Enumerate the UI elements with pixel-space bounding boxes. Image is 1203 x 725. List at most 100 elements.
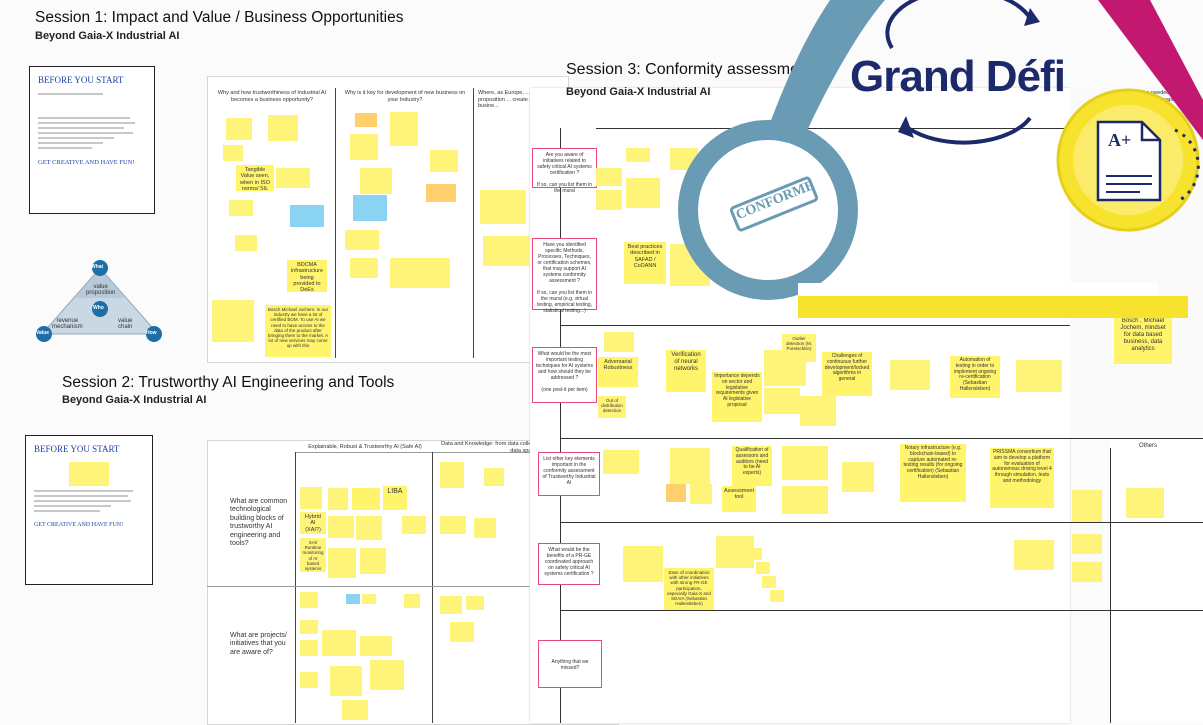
sticky-note[interactable] [756,562,770,574]
sticky-note[interactable] [782,446,828,480]
sticky-note-liba[interactable]: LIBA [383,486,407,510]
sticky-note-assessment-tool[interactable]: Assessment tool [722,486,756,512]
sticky-note[interactable] [474,518,496,538]
sticky-note[interactable] [716,536,754,568]
sticky-note-challenges[interactable]: Challenges of continuous further develop… [822,352,872,396]
sticky-note[interactable] [235,235,257,251]
sticky-note[interactable] [890,360,930,390]
sticky-note[interactable] [350,134,378,160]
sticky-note[interactable] [360,168,392,194]
sticky-note[interactable] [596,190,622,210]
sticky-note[interactable] [350,258,378,278]
sticky-note[interactable] [390,112,418,146]
sticky-note[interactable] [483,236,529,266]
sticky-note[interactable] [480,190,526,224]
sticky-note-bosch-mindset[interactable]: Bosch , Michael Jochem, mindset for data… [1114,316,1172,364]
sticky-note-outlier-detection[interactable]: Outlier detection (M. Poretschkin) [782,334,816,362]
sticky-note-prissma[interactable]: PRISSMA consortium that aim to develop a… [990,448,1054,508]
sticky-note-out-of-distribution[interactable]: Out of distribution detection [598,396,626,418]
sticky-note[interactable] [290,205,324,227]
sticky-note[interactable] [223,145,243,161]
sticky-note[interactable] [748,548,762,560]
sticky-note[interactable] [440,462,464,488]
sticky-note[interactable] [762,576,776,588]
sticky-note[interactable] [623,546,663,582]
sticky-note[interactable] [276,168,310,188]
sticky-note[interactable] [1072,490,1102,522]
sticky-note[interactable] [330,666,362,696]
session1-instructions-card: BEFORE YOU START GET CREATIVE AND HAVE F… [29,66,155,214]
card-title: BEFORE YOU START [34,444,120,454]
sticky-note[interactable] [352,488,380,510]
sticky-note[interactable] [328,488,348,510]
sticky-note-xai-runtime[interactable]: XAI/ Runtime monitoring of AI based syst… [300,538,326,572]
sticky-note[interactable] [362,594,376,604]
sticky-note[interactable] [300,487,322,509]
sticky-note[interactable] [342,700,368,720]
sticky-note[interactable] [1016,360,1062,392]
sticky-note[interactable] [666,484,686,502]
sticky-note[interactable] [1072,534,1102,554]
sticky-note[interactable] [226,118,252,140]
sticky-note-bdcma[interactable]: BDCMA infrastructure being provided to D… [287,260,327,293]
sticky-note[interactable] [1072,562,1102,582]
sticky-note-importance-sector[interactable]: Importance depends on sector and legisla… [712,372,762,422]
session3-question-4: List other key elements important in the… [538,452,600,496]
sticky-note[interactable] [1014,540,1054,570]
sticky-note-bosch-michael-jochem[interactable]: Bosch Michael Jochem: In our Industry we… [265,305,331,357]
sticky-note[interactable] [604,332,634,352]
sticky-note-qualification-assessors[interactable]: Qualification of assessors and auditors … [732,446,772,486]
sticky-note[interactable] [300,640,318,656]
sticky-note-hybrid-ai[interactable]: Hybrid AI (XAI?) [300,512,326,534]
sticky-note[interactable] [842,462,874,492]
sticky-note-adversarial-robustness[interactable]: Adversarial Robustness [598,357,638,387]
sticky-note[interactable] [353,195,387,221]
sticky-note[interactable] [764,388,800,414]
sticky-note[interactable] [370,660,404,690]
sticky-note[interactable] [346,594,360,604]
sticky-note[interactable] [450,622,474,642]
sticky-note[interactable] [603,450,639,474]
sticky-note[interactable] [596,168,622,186]
session2-instructions-card: BEFORE YOU START GET CREATIVE AND HAVE F… [25,435,153,585]
sticky-note[interactable] [355,113,377,127]
sticky-note-notary-infrastructure[interactable]: Notary infrastructure (e.g. blockchain-b… [900,444,966,502]
sticky-note[interactable] [356,516,382,540]
sticky-note[interactable] [268,115,298,141]
sticky-note[interactable] [484,468,504,486]
sticky-note[interactable] [626,178,660,208]
sticky-note[interactable] [328,548,356,578]
session2-subtitle: Beyond Gaia-X Industrial AI [62,394,207,406]
sticky-note[interactable] [430,150,458,172]
sticky-note[interactable] [300,672,318,688]
sticky-note-tangible-value[interactable]: Tangible Value seen, when in ISO norms/ … [236,165,274,192]
triangle-value: Value [36,330,50,336]
sticky-note[interactable] [404,594,420,608]
sticky-note[interactable] [328,516,354,538]
sticky-note-automation-testing[interactable]: Automation of testing in order to implem… [950,356,1000,398]
sticky-note[interactable] [229,200,253,216]
sticky-note[interactable] [402,516,426,534]
sticky-note[interactable] [626,148,650,162]
sticky-note[interactable] [426,184,456,202]
sticky-note[interactable] [1126,488,1164,518]
sticky-note[interactable] [440,596,462,614]
sticky-note[interactable] [466,596,484,610]
sticky-note[interactable] [800,396,836,426]
sticky-note[interactable] [670,448,710,484]
sticky-note[interactable] [345,230,379,250]
sticky-note[interactable] [322,630,356,656]
sticky-note-verification-nn[interactable]: Verification of neural networks [666,350,706,392]
sticky-note-ease-of-coordination[interactable]: Ease of coordination with other initiati… [664,568,714,610]
sticky-note[interactable] [770,590,784,602]
sticky-note[interactable] [782,486,828,514]
sticky-note-best-practices[interactable]: Best practices described in SAFAD / CoDA… [624,242,666,284]
sticky-note[interactable] [300,592,318,608]
sticky-note[interactable] [390,258,450,288]
sticky-note[interactable] [440,516,466,534]
sticky-note[interactable] [212,300,254,342]
sticky-note[interactable] [300,620,318,634]
sticky-note[interactable] [360,636,392,656]
sticky-note[interactable] [690,484,712,504]
sticky-note[interactable] [360,548,386,574]
